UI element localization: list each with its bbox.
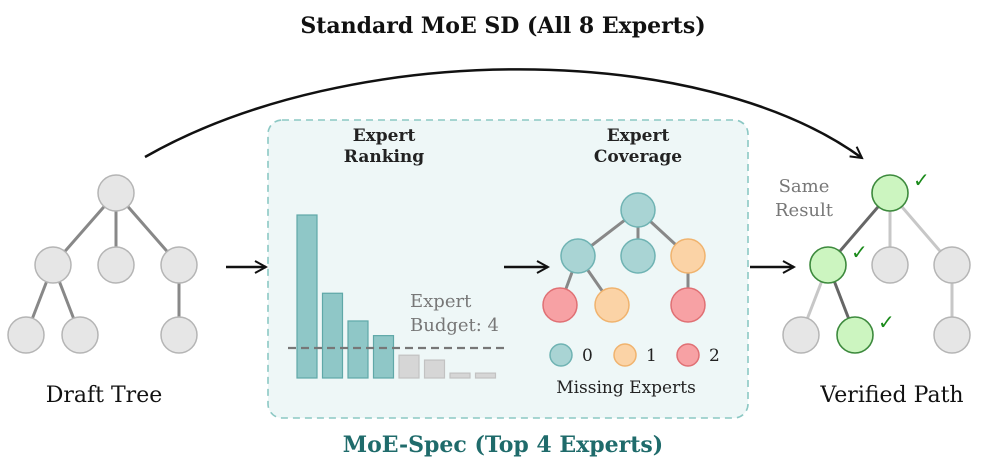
expert-bar-dropped [398,354,420,379]
coverage-tree [542,192,706,323]
expert-bar-selected [296,214,318,379]
standard-sd-arrow [144,68,862,158]
legend-swatch-1 [613,343,637,367]
expert-bar-selected [347,320,369,379]
same-result-line1: Same [779,176,830,197]
expert-bar-selected [321,292,344,379]
check-icon: ✓ [913,168,930,192]
coverage-legend: 0 1 2 Missing Experts [549,343,720,398]
diagram-title: Standard MoE SD (All 8 Experts) [300,13,705,39]
draft-node [160,316,198,354]
legend-label-0: 0 [582,346,593,366]
draft-tree-nodes [7,174,198,354]
draft-node [97,246,135,284]
verified-path-label: Verified Path [819,383,963,408]
draft-node [7,316,45,354]
check-icon: ✓ [851,240,868,264]
budget-label-line1: Expert [410,291,472,312]
coverage-node-0 [620,192,656,228]
ranking-bars [296,214,497,379]
coverage-title-line2: Coverage [594,147,682,167]
draft-tree-label: Draft Tree [46,383,162,408]
expert-bar-dropped [423,359,446,379]
draft-tree [7,174,198,354]
legend-label-1: 1 [646,346,657,366]
rejected-node [933,246,971,284]
draft-node [97,174,135,212]
moe-spec-title: MoE-Spec (Top 4 Experts) [343,432,663,458]
expert-bar-dropped [449,372,471,379]
expert-bar-selected [372,335,395,379]
coverage-node-2 [670,287,706,323]
expert-bar-dropped [474,372,497,379]
budget-label-line2: Budget: 4 [410,315,499,336]
draft-node [61,316,99,354]
ranking-title-line2: Ranking [344,147,424,167]
legend-label-2: 2 [709,346,720,366]
coverage-node-0 [560,238,596,274]
rejected-node [933,316,971,354]
coverage-node-0 [620,238,656,274]
verified-tree: ✓ ✓ ✓ [782,168,971,354]
same-result-line2: Result [775,200,834,221]
coverage-node-1 [594,287,630,323]
verified-node [871,174,909,212]
check-icon: ✓ [878,310,895,334]
legend-swatch-0 [549,343,573,367]
rejected-node [782,316,820,354]
rejected-node [871,246,909,284]
draft-node [34,246,72,284]
coverage-node-2 [542,287,578,323]
verified-node [836,316,874,354]
coverage-title-line1: Expert [607,126,670,146]
ranking-title-line1: Expert [353,126,416,146]
legend-swatch-2 [676,343,700,367]
coverage-node-1 [670,238,706,274]
legend-title: Missing Experts [556,378,696,398]
verified-node [809,246,847,284]
draft-node [160,246,198,284]
